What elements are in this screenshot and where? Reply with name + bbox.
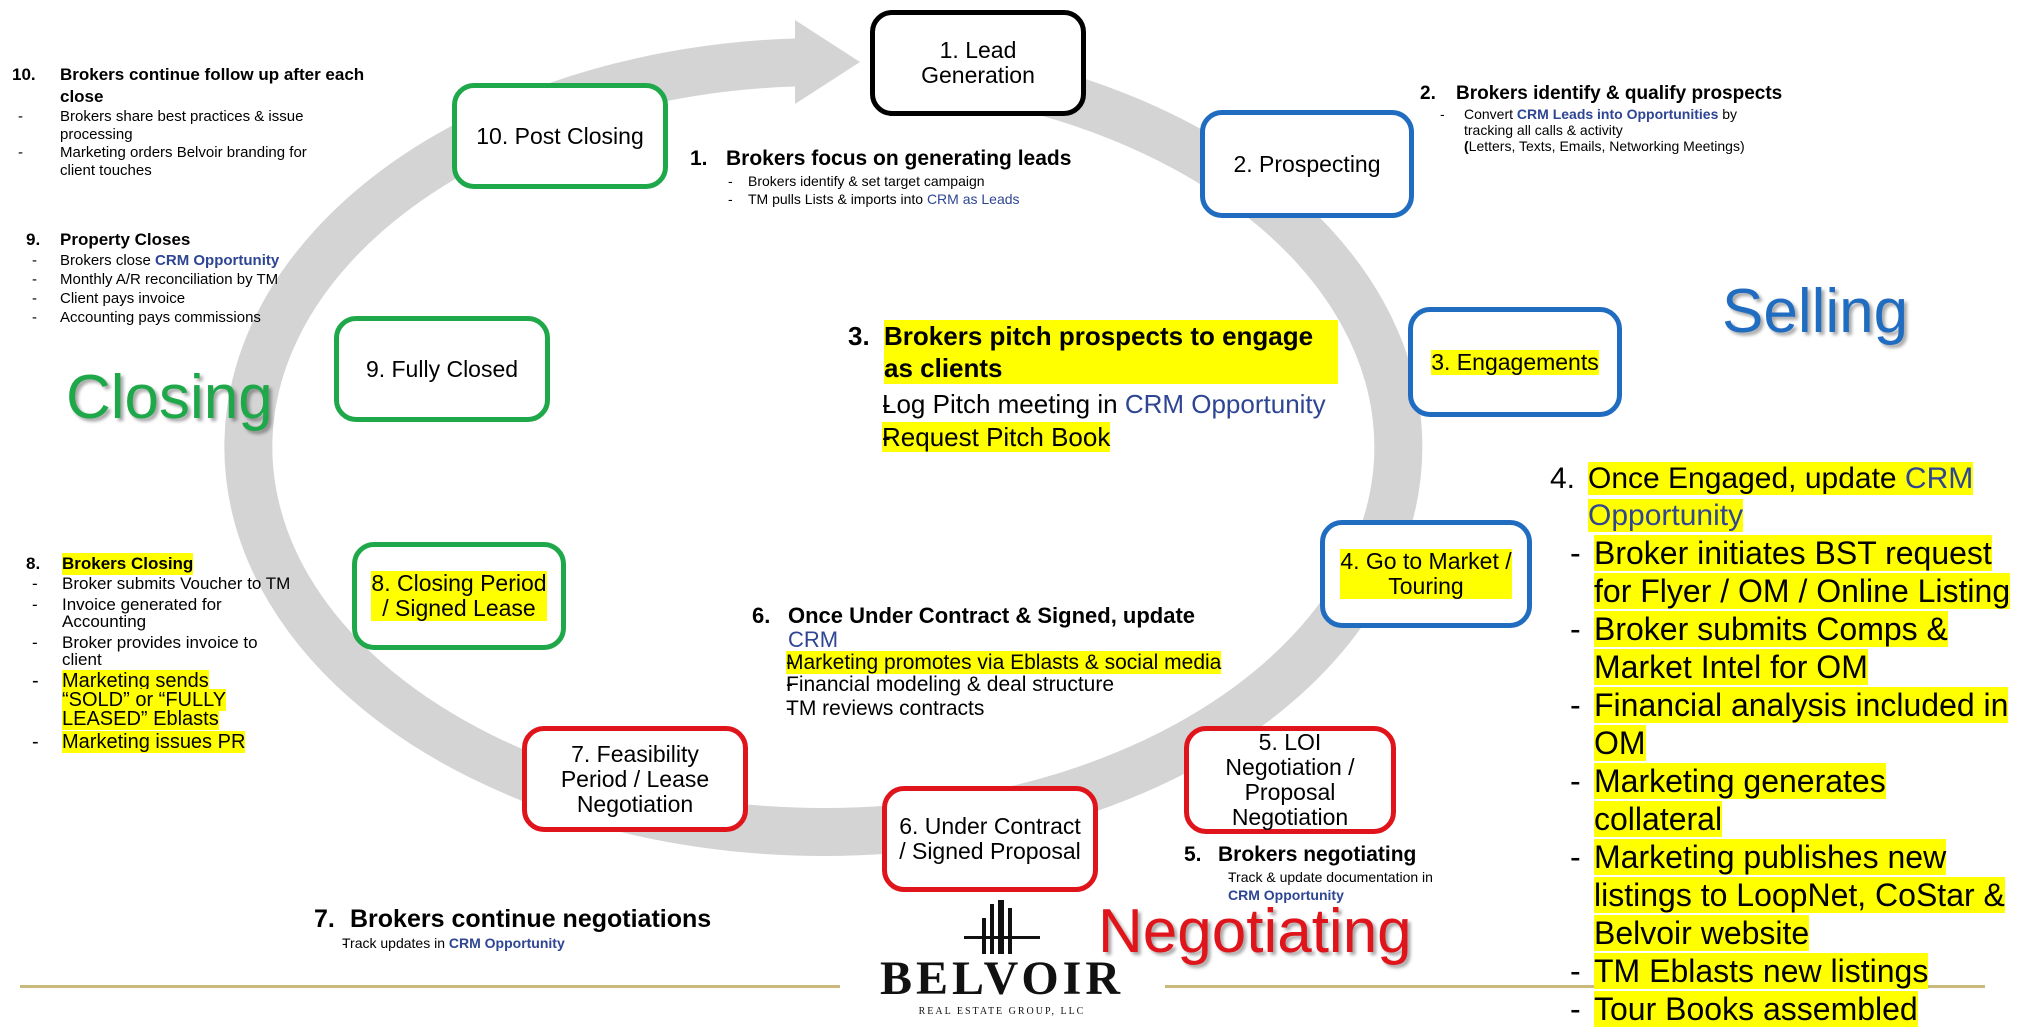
step-9-notes: 9. Property Closes Brokers close CRM Opp… xyxy=(26,229,326,327)
stage-under-contract: 6. Under Contract / Signed Proposal xyxy=(882,786,1098,892)
step-2-notes: 2. Brokers identify & qualify prospects … xyxy=(1420,82,1820,154)
stage-engagements: 3. Engagements xyxy=(1408,307,1622,417)
stage-lead-generation: 1. Lead Generation xyxy=(870,10,1086,116)
stage-label: 8. Closing Period / Signed Lease xyxy=(371,570,547,621)
stage-label: 6. Under Contract / Signed Proposal xyxy=(899,813,1081,864)
phase-closing: Closing xyxy=(66,363,273,432)
stage-closing-period: 8. Closing Period / Signed Lease xyxy=(352,542,566,650)
step-4-bullet: Marketing generates collateral xyxy=(1560,762,2015,838)
step-5-notes: 5. Brokers negotiating Track & update do… xyxy=(1184,842,1484,904)
stage-feasibility: 7. Feasibility Period / Lease Negotiatio… xyxy=(522,726,748,832)
stage-post-closing: 10. Post Closing xyxy=(452,83,668,189)
phase-selling: Selling xyxy=(1722,277,1909,346)
step-10-notes: 10. Brokers continue follow up after eac… xyxy=(12,64,382,180)
logo-tagline: REAL ESTATE GROUP, LLC xyxy=(918,1006,1086,1017)
step-title: Brokers focus on generating leads xyxy=(726,147,1072,170)
belvoir-logo: BELVOIR REAL ESTATE GROUP, LLC xyxy=(868,896,1136,1023)
step-title: Brokers identify & qualify prospects xyxy=(1456,83,1783,104)
step-7-notes: 7. Brokers continue negotiations Track u… xyxy=(314,904,774,952)
stage-fully-closed: 9. Fully Closed xyxy=(334,316,550,422)
building-icon xyxy=(964,900,1040,954)
step-8-notes: 8. Brokers Closing Broker submits Vouche… xyxy=(26,553,296,753)
stage-label: 4. Go to Market / Touring xyxy=(1340,548,1512,599)
step-title: Brokers pitch prospects to engage as cli… xyxy=(884,320,1338,384)
stage-prospecting: 2. Prospecting xyxy=(1200,110,1414,218)
step-title: Property Closes xyxy=(60,230,191,249)
stage-go-to-market: 4. Go to Market / Touring xyxy=(1320,520,1532,628)
step-4-bullet: Marketing publishes new listings to Loop… xyxy=(1560,838,2015,952)
stage-label: 2. Prospecting xyxy=(1233,150,1381,177)
step-4-bullet: Broker initiates BST request for Flyer /… xyxy=(1560,534,2015,610)
step-title: Brokers negotiating xyxy=(1218,843,1417,866)
step-title: Brokers continue negotiations xyxy=(350,905,712,933)
step-1-notes: 1. Brokers focus on generating leads Bro… xyxy=(690,146,1130,208)
phase-negotiating: Negotiating xyxy=(1098,897,1412,966)
stage-label: 7. Feasibility Period / Lease Negotiatio… xyxy=(560,740,710,817)
step-title: Brokers continue follow up after each cl… xyxy=(60,65,365,106)
stage-label: 9. Fully Closed xyxy=(365,355,519,382)
stage-label: 5. LOI Negotiation / Proposal Negotiatio… xyxy=(1225,729,1355,830)
step-4-bullet: Broker submits Comps & Market Intel for … xyxy=(1560,610,2015,686)
stage-loi-negotiation: 5. LOI Negotiation / Proposal Negotiatio… xyxy=(1184,726,1396,834)
step-title: Brokers Closing xyxy=(62,553,194,575)
logo-name: BELVOIR xyxy=(879,952,1125,1005)
step-3-notes: 3. Brokers pitch prospects to engage as … xyxy=(848,320,1338,454)
step-title: Once Engaged, update CRM Opportunity xyxy=(1588,462,1974,532)
step-4-bullet: Financial analysis included in OM xyxy=(1560,686,2015,762)
stage-label: 3. Engagements xyxy=(1431,348,1599,375)
gold-line-left xyxy=(20,985,840,988)
step-4-notes: 4. Once Engaged, update CRM Opportunity … xyxy=(1550,460,2015,1028)
step-4-bullet: TM Eblasts new listings xyxy=(1560,952,2015,990)
stage-label: 1. Lead Generation xyxy=(921,37,1035,88)
stage-label: 10. Post Closing xyxy=(476,122,644,149)
step-4-bullet: Tour Books assembled xyxy=(1560,990,2015,1028)
step-4-bullets: Broker initiates BST request for Flyer /… xyxy=(1560,534,2015,1028)
